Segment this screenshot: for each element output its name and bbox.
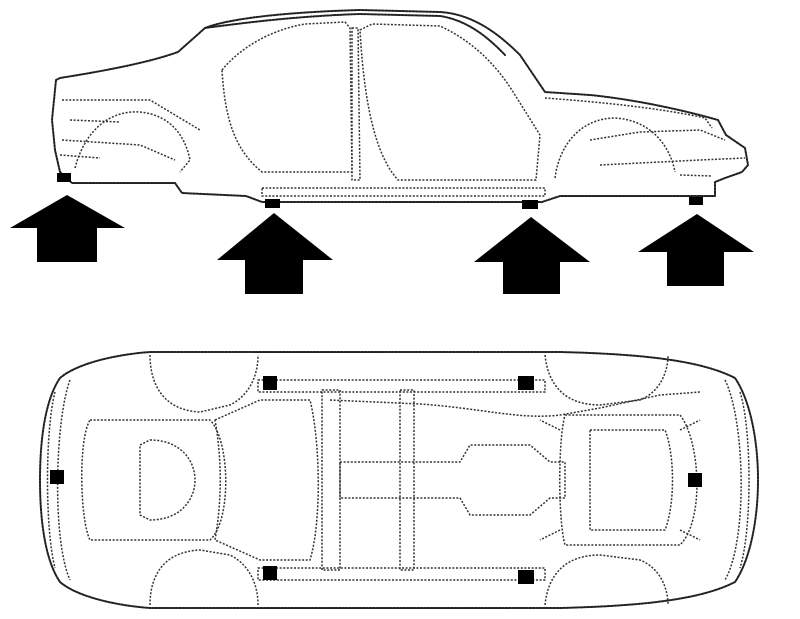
side-lift-point-rear-sill xyxy=(522,200,538,209)
rear-wheel-arch xyxy=(554,117,676,179)
front-window xyxy=(221,21,353,173)
rear-structure xyxy=(589,129,746,177)
lift-arrow-icon xyxy=(10,195,125,262)
engine-cradle xyxy=(81,419,227,541)
rear-fuel-tank xyxy=(589,429,674,531)
rocker-sill xyxy=(261,187,546,197)
side-lift-point-front xyxy=(57,173,71,182)
underbody-point-front-left xyxy=(263,376,277,390)
side-lift-point-rear xyxy=(689,197,703,205)
exhaust-line xyxy=(329,391,701,417)
floor-crossmember-1 xyxy=(321,389,341,571)
left-side-rail xyxy=(257,379,546,393)
front-wheel-arch xyxy=(74,111,191,173)
car-body-outline xyxy=(51,9,749,203)
front-structure xyxy=(59,99,201,161)
floor-crossmember-2 xyxy=(399,389,415,571)
underbody-point-rear-center xyxy=(688,473,702,487)
underbody-point-front-right xyxy=(263,566,277,580)
engine-sump xyxy=(139,439,196,521)
underbody-point-rear-left xyxy=(518,376,534,390)
rear-bumper xyxy=(724,379,750,581)
rear-right-wheel-well xyxy=(544,554,669,606)
rear-left-wheel-well xyxy=(544,354,669,406)
underbody-view xyxy=(39,351,759,609)
underbody-outline xyxy=(39,351,759,609)
b-pillar xyxy=(351,27,361,181)
lift-arrow-icon xyxy=(638,214,754,286)
underbody-point-rear-right xyxy=(518,570,534,584)
center-tunnel xyxy=(339,444,566,516)
rear-axle-frame xyxy=(559,414,698,546)
lift-arrow-icon xyxy=(217,213,333,294)
roof-line xyxy=(204,13,506,56)
lift-arrow-icon xyxy=(474,217,590,294)
side-lift-point-front-sill xyxy=(265,199,280,208)
side-view xyxy=(51,9,749,203)
right-side-rail xyxy=(257,567,546,581)
underbody-point-front-center xyxy=(50,470,64,484)
rear-trailing-arms xyxy=(539,419,701,541)
front-crossmember xyxy=(214,399,320,561)
front-left-wheel-well xyxy=(149,354,259,413)
front-right-wheel-well xyxy=(149,549,259,606)
rear-deck xyxy=(544,97,713,129)
